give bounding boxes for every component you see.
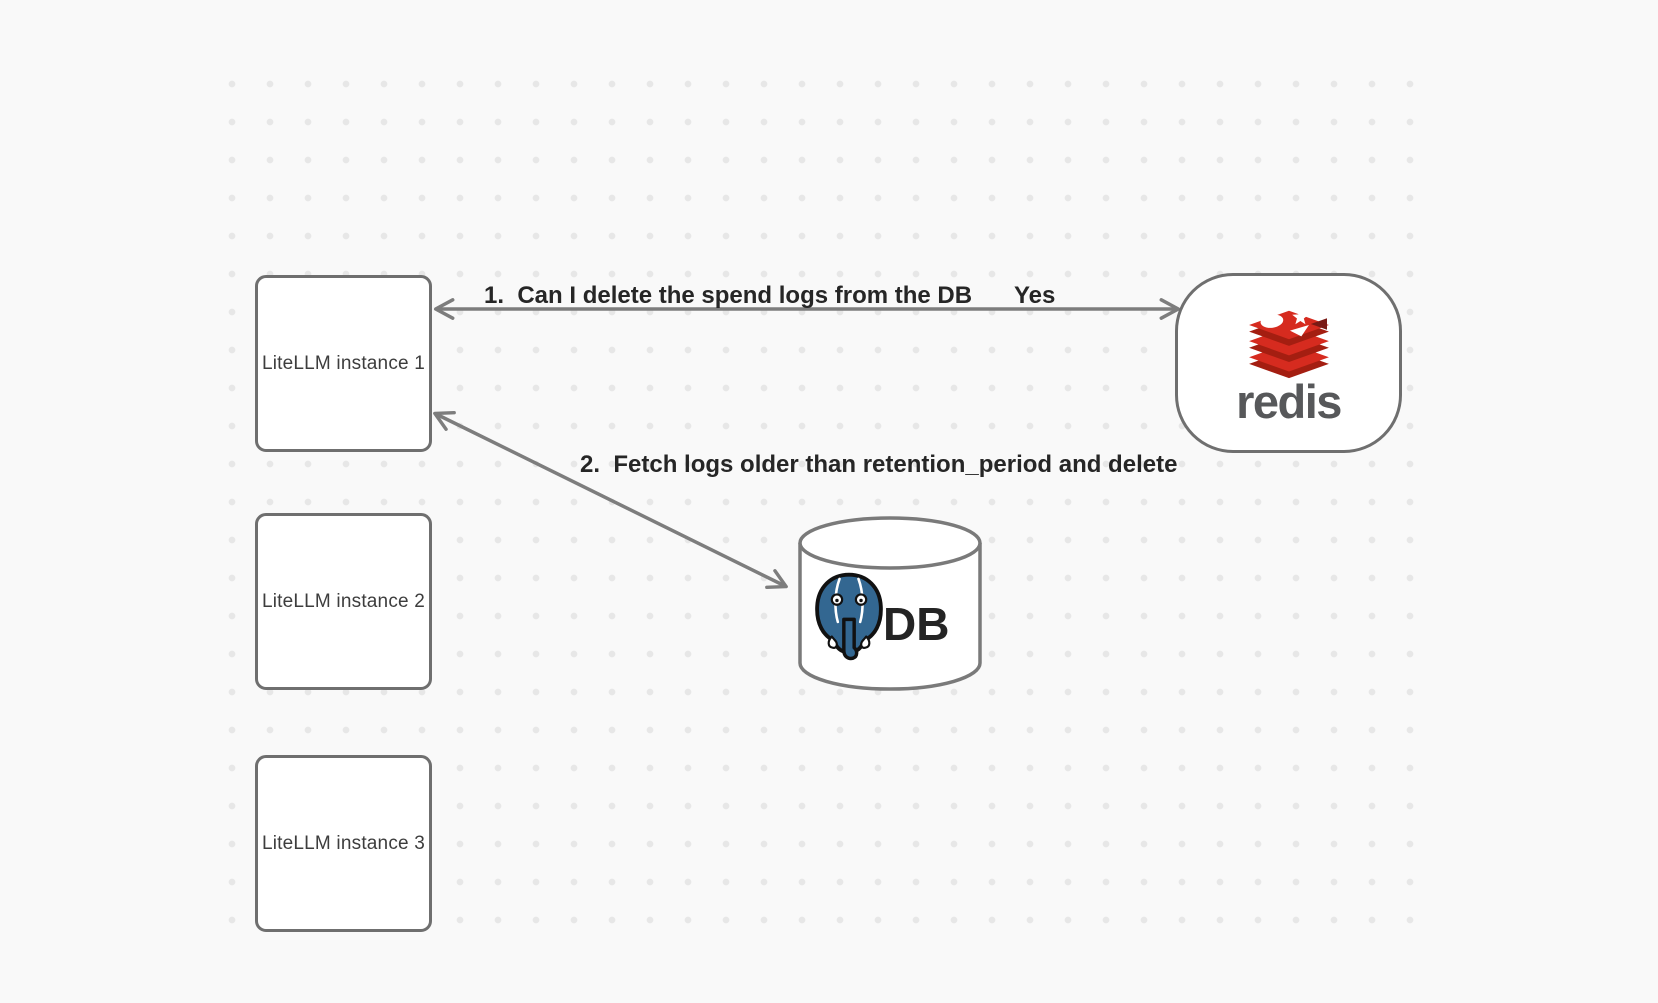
redis-stack-icon [1248,308,1329,379]
node-litellm-instance-2-label: LiteLLM instance 2 [261,590,426,612]
node-litellm-instance-3-label: LiteLLM instance 3 [261,832,426,854]
edge-1-response-label: Yes [1014,282,1056,309]
node-litellm-instance-1[interactable]: LiteLLM instance 1 [255,275,432,452]
node-postgres-db[interactable]: DB [797,515,983,693]
postgresql-elephant-icon [815,572,883,661]
node-redis[interactable]: redis [1175,273,1402,453]
edge-fetch-logs-older-arrow[interactable] [433,411,788,589]
edge-2-label: 2. Fetch logs older than retention_perio… [580,451,1178,478]
db-label: DB [883,598,950,650]
node-litellm-instance-1-label: LiteLLM instance 1 [261,352,426,374]
node-litellm-instance-3[interactable]: LiteLLM instance 3 [255,755,432,932]
node-litellm-instance-2[interactable]: LiteLLM instance 2 [255,513,432,690]
edge-1-label: 1. Can I delete the spend logs from the … [484,282,973,309]
redis-wordmark: redis [1236,375,1342,428]
